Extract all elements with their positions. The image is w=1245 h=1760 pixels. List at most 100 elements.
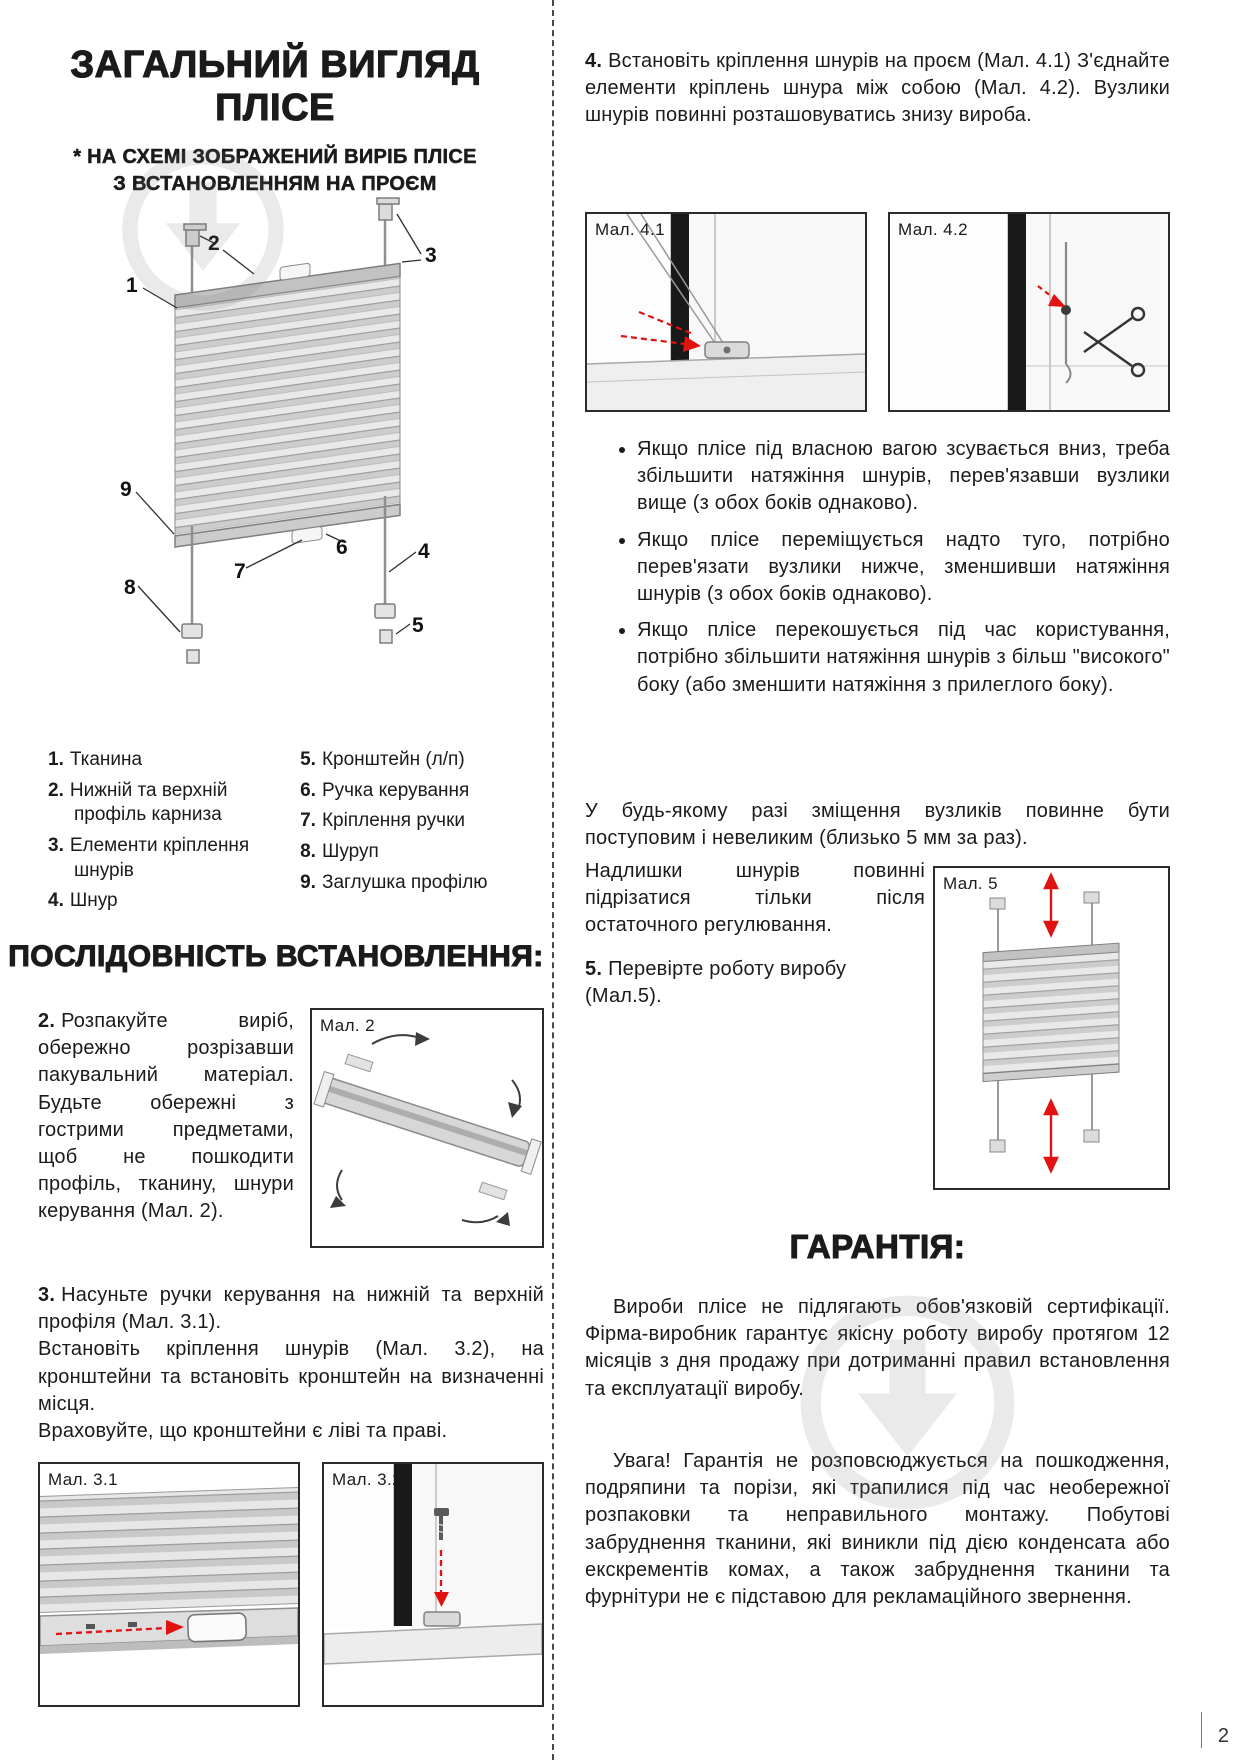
product-overview-diagram: 1 2 3 4 5 6 7 8 9	[120, 197, 437, 664]
legend-item: 1.Тканина	[48, 748, 278, 773]
cord-tail	[1065, 363, 1072, 384]
diagram-callout: 8	[124, 576, 136, 599]
legend-text: Ручка керування	[321, 779, 470, 801]
red-dashed-arrow	[620, 310, 694, 346]
step-text: Встановіть кріплення шнурів (Мал. 3.2), …	[38, 1338, 544, 1415]
warranty-paragraph-1: Вироби плісе не підлягають обов'язковій …	[585, 1296, 1170, 1400]
legend-text: Шуруп	[321, 841, 379, 863]
figure-5-drawing	[982, 872, 1120, 1174]
note-paragraph-1: У будь-якому разі зміщення вузликів пови…	[585, 800, 1170, 850]
legend-number: 8.	[300, 841, 316, 863]
window-frame	[1008, 214, 1026, 410]
cord-bracket	[423, 1611, 461, 1627]
legend-column-2: 5.Кронштейн (л/п) 6.Ручка керування 7.Кр…	[300, 748, 540, 920]
legend-number: 2.	[48, 779, 64, 801]
control-handle	[187, 1612, 248, 1643]
cord-knot	[1061, 305, 1071, 315]
page-title-line2: ПЛІСЕ	[215, 86, 335, 129]
figure-label: Мал. 4.2	[898, 220, 969, 239]
anchor-icon	[989, 1139, 1006, 1153]
red-arrowhead	[1048, 294, 1066, 307]
diagram-callout: 6	[336, 536, 348, 559]
legend-text: Нижній та верхній профіль карниза	[69, 779, 228, 826]
arrowheads	[330, 1032, 522, 1226]
diagram-callout: 2	[208, 232, 220, 255]
bullet-item: Якщо плісе переміщується надто туго, пот…	[637, 527, 1170, 609]
figure-label: Мал. 2	[320, 1016, 376, 1035]
legend-text: Шнур	[69, 890, 118, 912]
bracket-icon	[989, 897, 1006, 910]
legend-item: 7.Кріплення ручки	[300, 809, 540, 834]
diagram-callouts: 1 2 3 4 5 6 7 8 9	[120, 232, 437, 637]
legend-text: Кронштейн (л/п)	[321, 749, 465, 770]
legend-number: 3.	[48, 835, 64, 857]
red-arrowhead	[166, 1620, 184, 1635]
figure-4-1-drawing	[587, 214, 865, 410]
scissors-icon	[1083, 306, 1146, 378]
legend-number: 6.	[300, 779, 316, 801]
screw-slot	[128, 1622, 137, 1627]
step-number: 5.	[585, 958, 603, 980]
title-note-line2: З ВСТАНОВЛЕННЯМ НА ПРОЄМ	[113, 173, 437, 196]
page-number: 2	[1200, 1712, 1229, 1748]
red-arrowhead	[683, 336, 701, 352]
title-note-line1: * НА СХЕМІ ЗОБРАЖЕНИЙ ВИРІБ ПЛІСЕ	[73, 146, 477, 169]
legend-text: Тканина	[69, 749, 143, 770]
window-sill	[324, 1623, 542, 1665]
step-number: 4.	[585, 50, 603, 72]
top-bracket-icons	[183, 197, 400, 247]
figure-label: Мал. 5	[943, 874, 999, 893]
screw-slot	[86, 1624, 95, 1629]
step-text: Насуньте ручки керування на нижній та ве…	[38, 1284, 544, 1334]
section-title-installation: ПОСЛІДОВНІСТЬ ВСТАНОВЛЕННЯ:	[8, 939, 544, 973]
red-double-arrow	[1043, 1098, 1059, 1174]
step-text: Встановіть кріплення шнурів на проєм (Ма…	[585, 50, 1170, 127]
warranty-title: ГАРАНТІЯ:	[789, 1227, 966, 1265]
legend-column-1: 1.Тканина 2.Нижній та верхній профіль ка…	[48, 748, 278, 920]
legend-item: 2.Нижній та верхній профіль карниза	[48, 779, 278, 828]
red-double-arrow	[1043, 872, 1059, 938]
warranty-paragraph-2: Увага! Гарантія не розповсюджується на п…	[585, 1450, 1170, 1608]
diagram-callout: 5	[412, 614, 424, 637]
legend-number: 1.	[48, 749, 64, 770]
title-note: * НА СХЕМІ ЗОБРАЖЕНИЙ ВИРІБ ПЛІСЕ З ВСТА…	[40, 144, 510, 198]
red-dashed-arrow	[55, 1626, 167, 1636]
diagram-callout: 9	[120, 478, 132, 501]
step-text: Розпакуйте виріб, обережно розрізавши па…	[38, 1010, 294, 1223]
figure-4-1: Мал. 4.1	[585, 212, 867, 412]
cord-anchor-icons	[181, 603, 396, 664]
step-5-paragraph: 5.Перевірте роботу виробу (Мал.5).	[585, 956, 915, 1010]
legend-number: 4.	[48, 890, 64, 912]
legend-text: Заглушка профілю	[321, 871, 488, 893]
step-number: 2.	[38, 1010, 56, 1032]
bracket-icon	[1083, 891, 1100, 904]
pleated-blind-drawing	[982, 942, 1120, 1083]
legend-item: 3.Елементи кріплення шнурів	[48, 834, 278, 883]
adjustment-bullet-list: Якщо плісе під власною вагою зсувається …	[585, 436, 1170, 708]
figure-4-2-drawing	[890, 214, 1168, 410]
step-3-paragraph: 3.Насуньте ручки керування на нижній та …	[38, 1282, 544, 1445]
pleated-blind-drawing	[174, 262, 401, 548]
cord-lines	[626, 214, 726, 347]
packed-blind-drawing	[313, 1070, 542, 1175]
page-title-line1: ЗАГАЛЬНИЙ ВИГЛЯД	[70, 43, 480, 86]
window-sill	[587, 354, 865, 410]
column-divider	[552, 0, 554, 1760]
note-paragraph-2: Надлишки шнурів повинні підрізатися тіль…	[585, 860, 925, 937]
window-frame	[394, 1464, 412, 1626]
legend-item: 5.Кронштейн (л/п)	[300, 748, 540, 773]
window-frame	[671, 214, 689, 364]
red-arrowhead	[434, 1592, 449, 1607]
legend-item: 6.Ручка керування	[300, 779, 540, 804]
callout-leader-lines	[135, 213, 422, 635]
anchor-icon	[1083, 1129, 1100, 1143]
step-text: Враховуйте, що кронштейни є ліві та прав…	[38, 1419, 448, 1442]
step-text: Перевірте роботу виробу (Мал.5).	[585, 958, 847, 1008]
diagram-callout: 3	[425, 244, 437, 267]
figure-3-2: Мал. 3.2	[322, 1462, 544, 1707]
diagram-callout: 7	[234, 560, 246, 583]
diagram-callout: 1	[126, 274, 138, 297]
diagram-legend: 1.Тканина 2.Нижній та верхній профіль ка…	[48, 748, 540, 920]
legend-number: 9.	[300, 871, 316, 893]
